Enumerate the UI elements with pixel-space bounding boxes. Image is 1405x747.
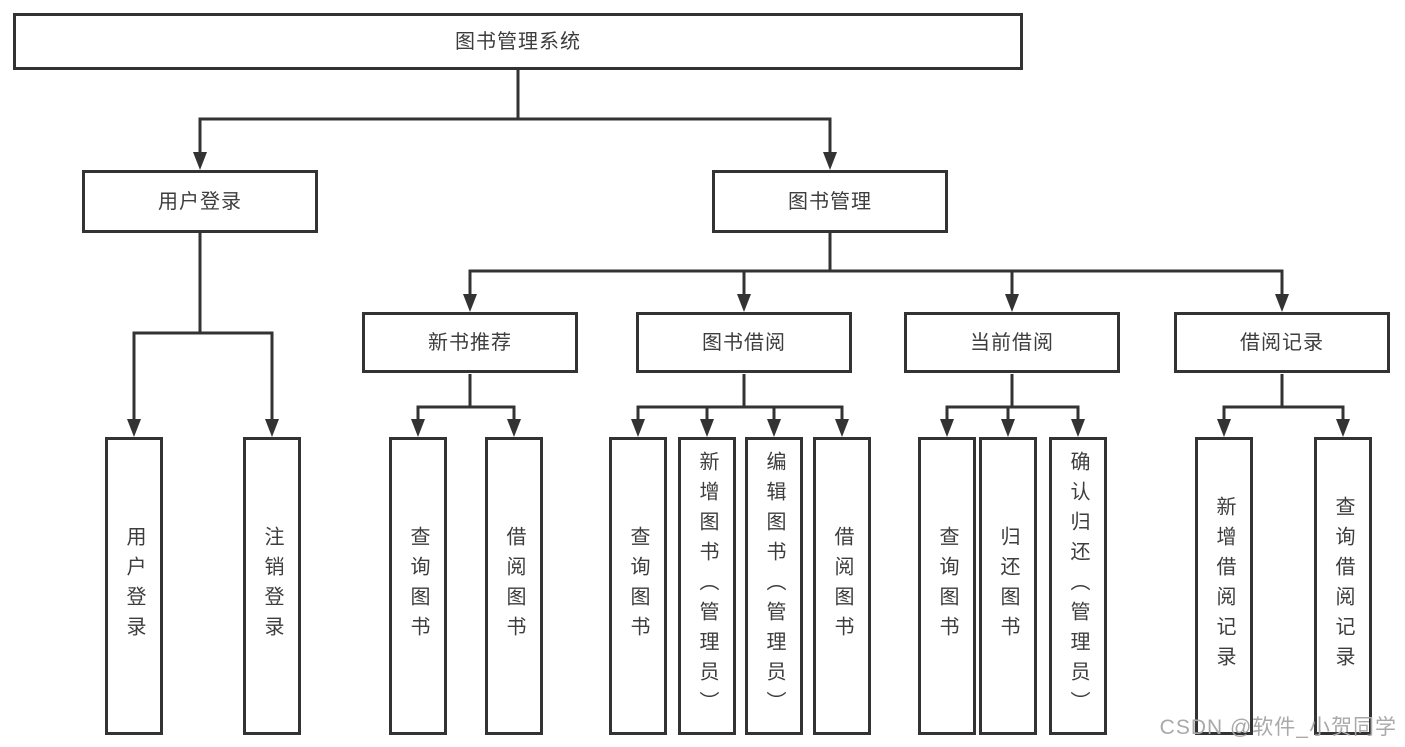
node-label: 归还图书 <box>997 526 1019 646</box>
node-label: 查询图书 <box>407 526 429 646</box>
node-label: 查询图书 <box>627 526 649 646</box>
node-label: 新书推荐 <box>428 331 512 354</box>
node-label: 借阅记录 <box>1240 331 1324 354</box>
leaf-query-borrow-record: 查询借阅记录 <box>1314 437 1372 735</box>
node-label: 新增借阅记录 <box>1213 496 1235 676</box>
leaf-borrow-books: 借阅图书 <box>813 437 871 735</box>
leaf-confirm-return-admin: 确认归还（管理员） <box>1049 437 1107 735</box>
leaf-user-login: 用户登录 <box>105 437 163 735</box>
node-borrowing-records: 借阅记录 <box>1174 312 1390 373</box>
node-label: 查询借阅记录 <box>1332 496 1354 676</box>
node-book-borrowing: 图书借阅 <box>636 312 852 373</box>
node-current-borrowing: 当前借阅 <box>904 312 1120 373</box>
node-new-book-recommendation: 新书推荐 <box>362 312 578 373</box>
node-label: 确认归还（管理员） <box>1067 451 1089 721</box>
node-label: 图书管理系统 <box>455 30 581 53</box>
node-library-system: 图书管理系统 <box>13 13 1023 70</box>
node-label: 查询图书 <box>936 526 958 646</box>
node-label: 编辑图书（管理员） <box>763 451 785 721</box>
leaf-logout: 注销登录 <box>243 437 301 735</box>
watermark: CSDN @软件_小贺同学 <box>1159 716 1397 739</box>
leaf-borrow-books-recommend: 借阅图书 <box>485 437 543 735</box>
node-label: 借阅图书 <box>503 526 525 646</box>
node-label: 当前借阅 <box>970 331 1054 354</box>
node-label: 用户登录 <box>158 190 242 213</box>
node-label: 新增图书（管理员） <box>696 451 718 721</box>
node-user-login: 用户登录 <box>82 170 318 233</box>
node-label: 图书管理 <box>788 190 872 213</box>
leaf-query-books-current: 查询图书 <box>918 437 976 735</box>
leaf-query-books-borrowing: 查询图书 <box>609 437 667 735</box>
node-label: 图书借阅 <box>702 331 786 354</box>
leaf-query-books-recommend: 查询图书 <box>389 437 447 735</box>
node-label: 注销登录 <box>261 526 283 646</box>
leaf-return-books: 归还图书 <box>979 437 1037 735</box>
node-book-management: 图书管理 <box>712 170 948 233</box>
leaf-add-books-admin: 新增图书（管理员） <box>678 437 736 735</box>
node-label: 借阅图书 <box>831 526 853 646</box>
leaf-edit-books-admin: 编辑图书（管理员） <box>745 437 803 735</box>
leaf-add-borrow-record: 新增借阅记录 <box>1195 437 1253 735</box>
node-label: 用户登录 <box>123 526 145 646</box>
